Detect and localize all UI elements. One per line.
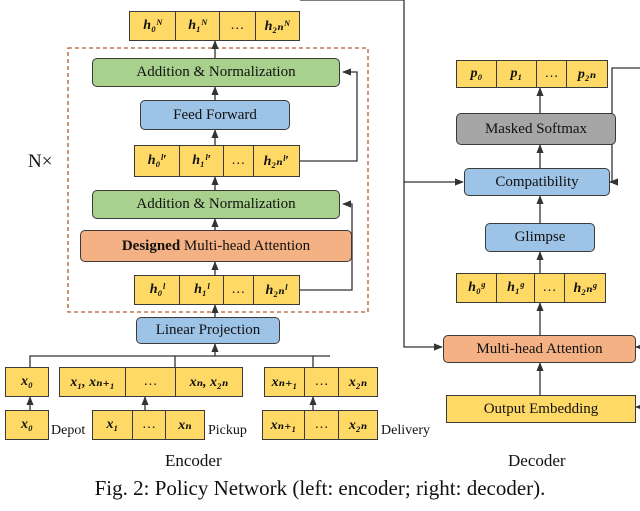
pickup-embedding-token: xₙ, x₂ₙ — [189, 374, 229, 390]
encoder-output-token: h₁ᴺ — [176, 12, 220, 40]
designed-label: Designed — [121, 237, 181, 254]
encoder-mid-token: … — [224, 146, 254, 176]
decoder-title: Decoder — [508, 451, 566, 470]
encoder-repeat-block — [67, 47, 369, 313]
encoder-mid-token: h₀ˡ′ — [135, 146, 181, 176]
delivery-embedding-token: … — [305, 368, 339, 396]
depot-label: Depot — [51, 423, 86, 438]
delivery-input-token: x₂ₙ — [348, 417, 368, 433]
decoder-glimpse-token: … — [535, 274, 565, 302]
delivery-embedding-token: xₙ₊₁ — [265, 368, 305, 396]
delivery-input-token: … — [305, 411, 339, 439]
encoder-mid-token: h₁ˡ′ — [180, 146, 224, 176]
decoder-output-token: p₁ — [497, 61, 537, 87]
linear-projection: Linear Projection — [136, 317, 280, 344]
encoder-mid-tokens: h₀ˡ′ h₁ˡ′ … h₂ₙˡ′ — [134, 145, 300, 177]
encoder-output-token: … — [220, 12, 256, 40]
pickup-input-token: … — [133, 411, 166, 439]
feed-forward: Feed Forward — [140, 100, 290, 130]
pickup-embedding: x₁, xₙ₊₁ … xₙ, x₂ₙ — [59, 367, 243, 397]
decoder-output-tokens: p₀ p₁ … p₂ₙ — [456, 60, 608, 88]
encoder-layer-token: h₂ₙˡ — [265, 282, 287, 298]
encoder-mid-token: h₂ₙˡ′ — [263, 153, 289, 169]
encoder-output-token: h₂ₙᴺ — [264, 18, 290, 34]
depot-input: x₀ — [5, 410, 49, 440]
decoder-output-token: p₂ₙ — [577, 66, 597, 82]
delivery-embedding-token: x₂ₙ — [348, 374, 368, 390]
delivery-label: Delivery — [381, 423, 430, 438]
add-norm-bottom: Addition & Normalization — [92, 190, 340, 219]
pickup-embedding-token: … — [126, 368, 176, 396]
encoder-output-tokens: h₀ᴺ h₁ᴺ … h₂ₙᴺ — [129, 11, 300, 41]
add-norm-top: Addition & Normalization — [92, 58, 340, 87]
encoder-layer-token: … — [224, 276, 254, 304]
output-embedding: Output Embedding — [446, 395, 636, 423]
decoder-output-token: … — [537, 61, 567, 87]
depot-input-token: x₀ — [21, 417, 33, 432]
encoder-layer-tokens: h₀ˡ h₁ˡ … h₂ₙˡ — [134, 275, 300, 305]
delivery-embedding: xₙ₊₁ … x₂ₙ — [264, 367, 378, 397]
decoder-glimpse-token: h₁ᵍ — [497, 274, 535, 302]
pickup-input: x₁ … xₙ — [92, 410, 205, 440]
depot-embedding-token: x₀ — [21, 374, 33, 389]
decoder-output-token: p₀ — [457, 61, 497, 87]
delivery-input-token: xₙ₊₁ — [263, 411, 305, 439]
pickup-embedding-token: x₁, xₙ₊₁ — [60, 368, 126, 396]
decoder-glimpse-token: h₂ₙᵍ — [573, 280, 597, 296]
figure-caption: Fig. 2: Policy Network (left: encoder; r… — [94, 476, 546, 500]
delivery-input: xₙ₊₁ … x₂ₙ — [262, 410, 378, 440]
pickup-label: Pickup — [208, 423, 247, 438]
encoder-layer-token: h₀ˡ — [135, 276, 181, 304]
masked-softmax: Masked Softmax — [456, 113, 616, 145]
attention-label: Multi-head Attention — [180, 237, 311, 254]
decoder-glimpse-tokens: h₀ᵍ h₁ᵍ … h₂ₙᵍ — [456, 273, 606, 303]
decoder-glimpse-token: h₀ᵍ — [457, 274, 497, 302]
compatibility: Compatibility — [464, 168, 610, 196]
pickup-input-token: x₁ — [93, 411, 133, 439]
repeat-label: N× — [28, 151, 53, 172]
pickup-input-token: xₙ — [178, 417, 192, 433]
encoder-title: Encoder — [165, 451, 222, 470]
glimpse: Glimpse — [485, 223, 595, 252]
encoder-layer-token: h₁ˡ — [180, 276, 224, 304]
decoder-attention: Multi-head Attention — [443, 335, 636, 363]
designed-attention: Designed Multi-head Attention — [80, 230, 352, 262]
encoder-output-token: h₀ᴺ — [130, 12, 177, 40]
depot-embedding: x₀ — [5, 367, 49, 397]
